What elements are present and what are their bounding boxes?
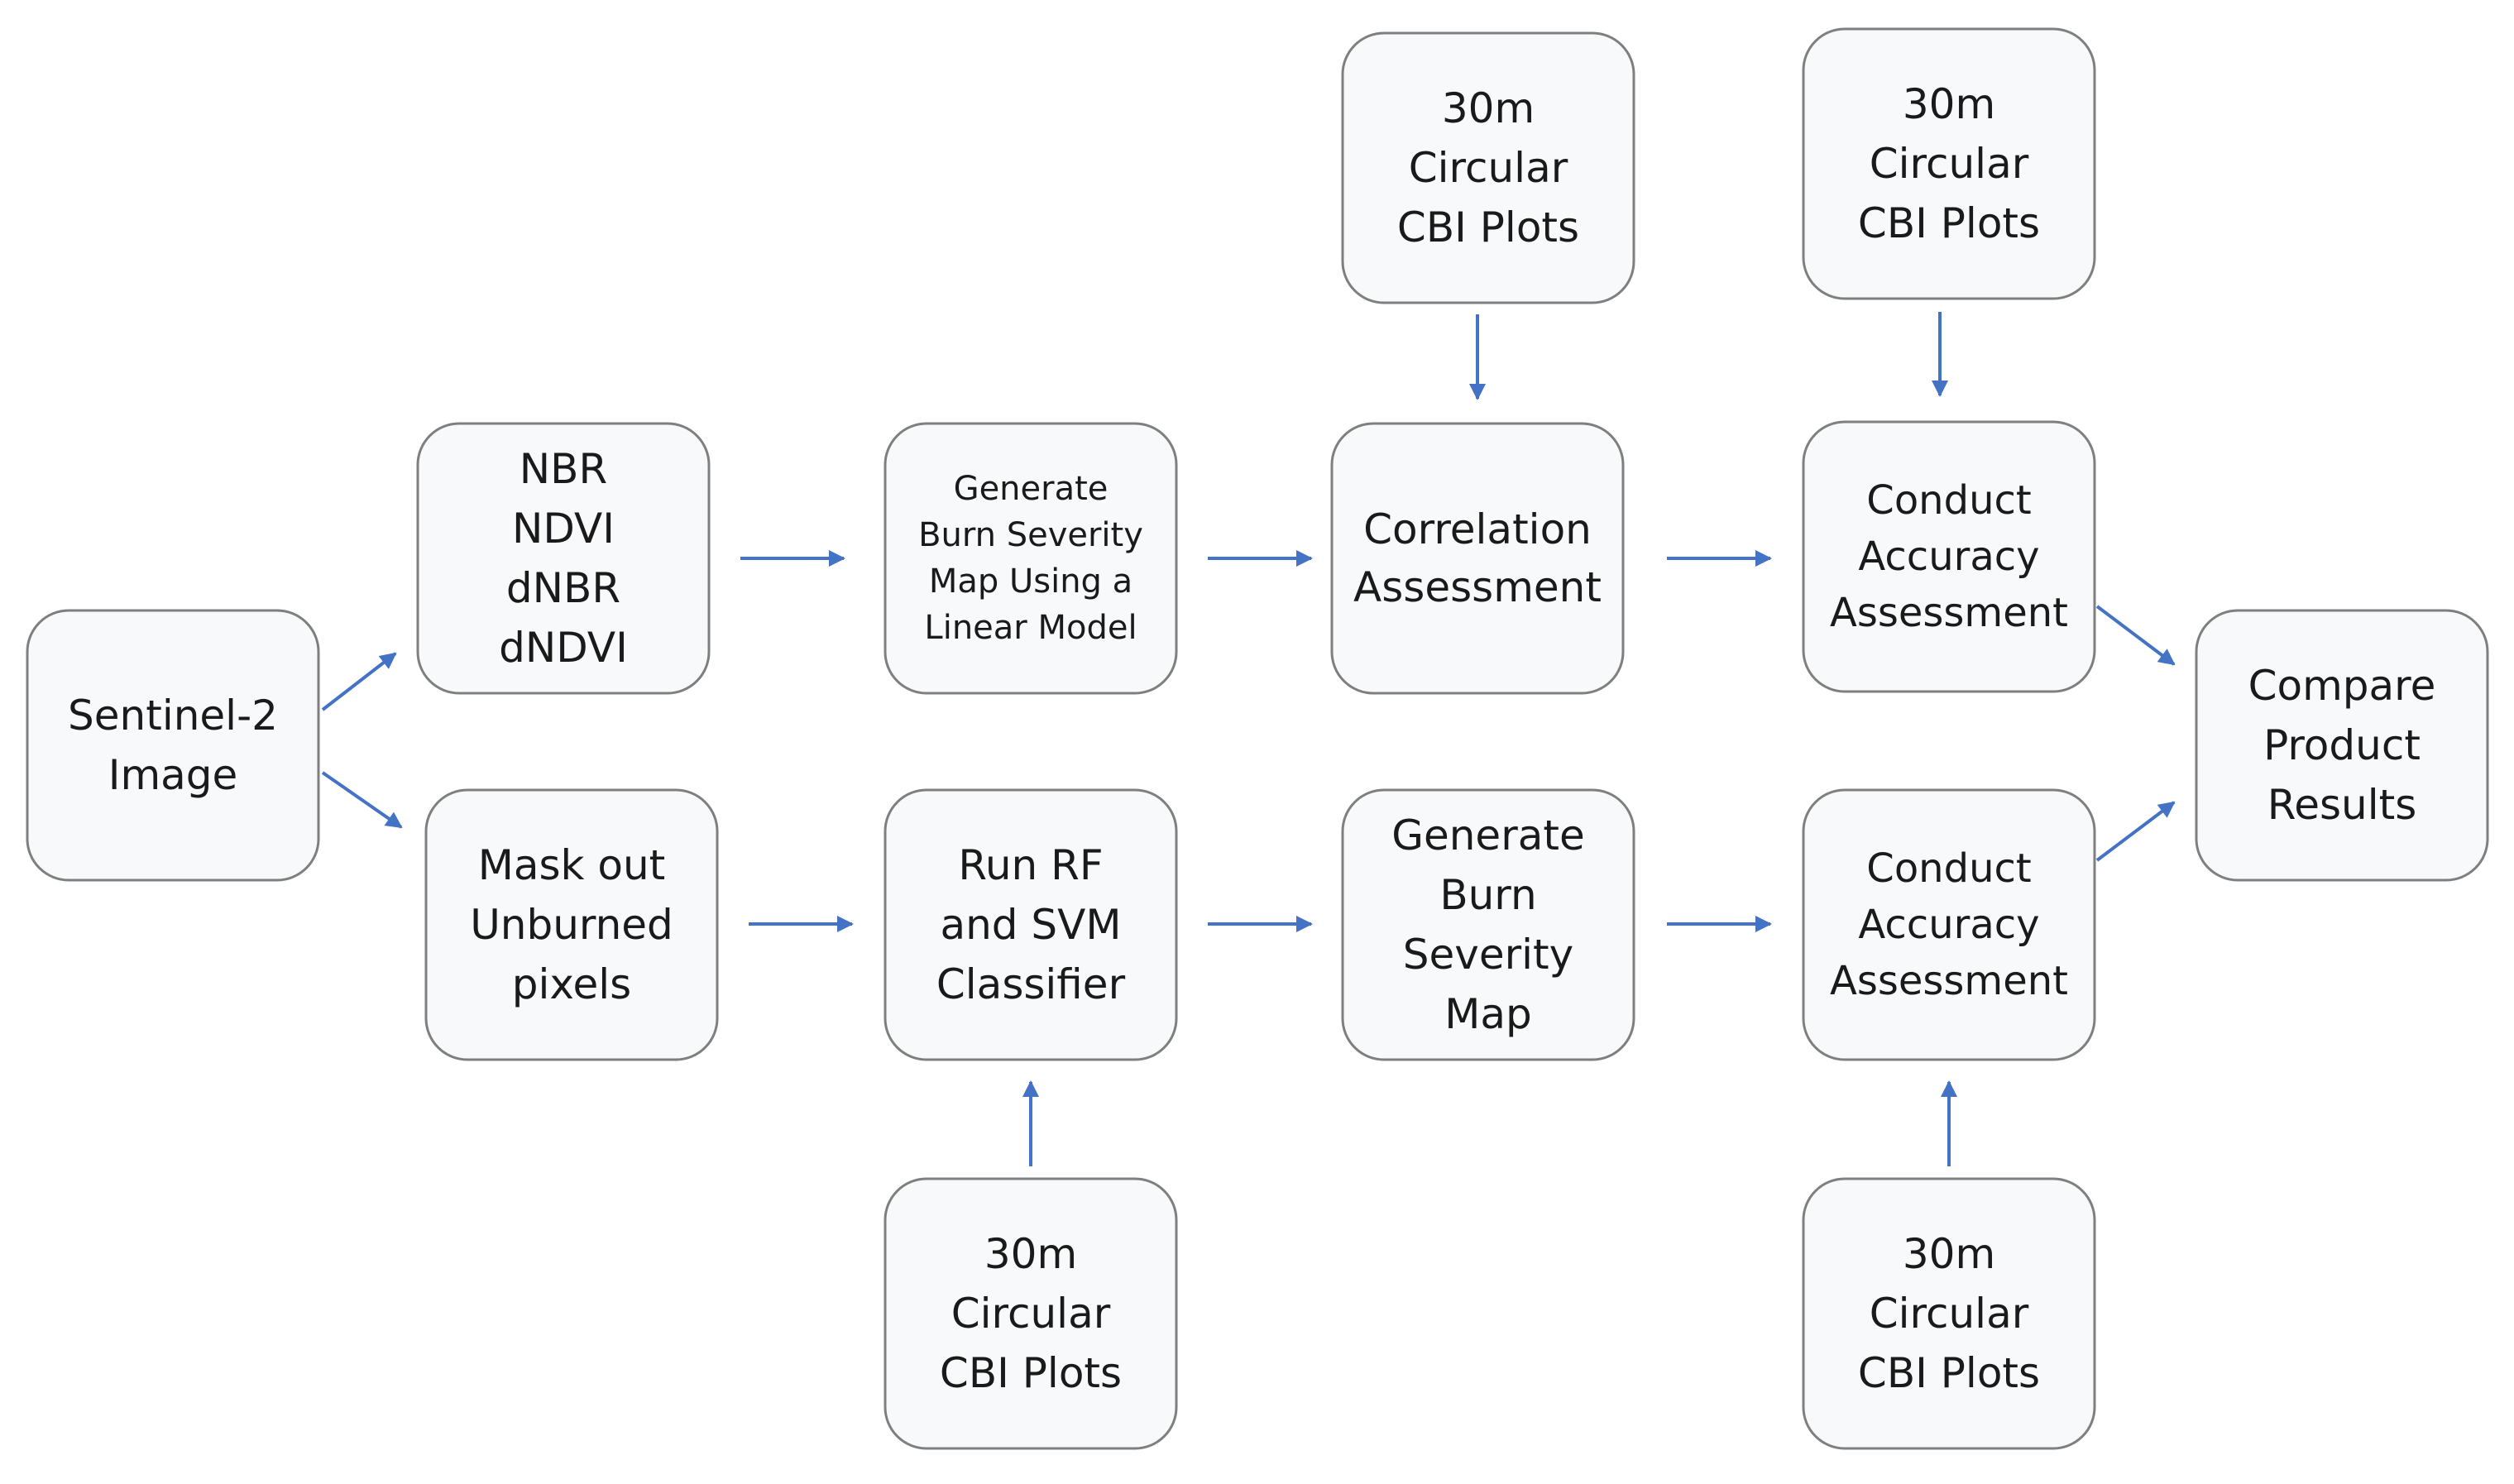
node-label-line: Linear Model: [924, 609, 1137, 647]
node-box: [1341, 788, 1635, 1061]
node-label-line: CBI Plots: [1858, 199, 2040, 247]
node-box: [1802, 420, 2096, 693]
node-label-line: CBI Plots: [1397, 203, 1579, 251]
node-rfsvm: Run RF and SVM Classifier: [883, 788, 1178, 1061]
node-label-line: Generate: [954, 470, 1109, 508]
node-label-line: Severity: [1403, 931, 1574, 979]
node-label-line: Mask out: [478, 841, 666, 889]
node-label-line: Unburned: [470, 901, 673, 949]
node-label-line: Classifier: [936, 960, 1126, 1008]
node-label-line: Circular: [1870, 140, 2029, 188]
node-label-line: Circular: [1870, 1290, 2029, 1338]
node-label-line: Product: [2263, 721, 2421, 769]
node-box: [1802, 788, 2096, 1061]
node-box: [883, 788, 1178, 1061]
node-box: [883, 1177, 1178, 1450]
node-label-line: Correlation: [1363, 505, 1592, 553]
node-label-line: Burn Severity: [918, 516, 1143, 554]
node-label-line: and SVM: [940, 901, 1121, 949]
node-label-line: Image: [108, 751, 238, 799]
node-box: [416, 422, 711, 695]
node-label-line: pixels: [512, 960, 631, 1008]
node-label-line: Conduct: [1866, 477, 2031, 524]
node-label-line: Burn: [1439, 871, 1536, 919]
node-label-line: Accuracy: [1858, 902, 2039, 948]
node-label-line: dNBR: [506, 564, 620, 612]
arrow-accuracy-bottom-to-compare: [2095, 801, 2176, 862]
node-label-line: Conduct: [1866, 845, 2031, 892]
node-label-line: Map: [1444, 990, 1532, 1038]
node-label-line: 30m: [1903, 1230, 1995, 1278]
node-box: [1802, 1177, 2096, 1450]
arrows-layer: [321, 312, 2176, 1166]
node-label-line: 30m: [1442, 84, 1535, 132]
node-box: [1330, 422, 1625, 695]
node-box: [2195, 609, 2489, 882]
node-label-line: Map Using a: [929, 562, 1132, 601]
node-label-line: Circular: [1409, 144, 1568, 192]
node-label-line: 30m: [984, 1230, 1077, 1278]
node-box: [424, 788, 719, 1061]
node-label-line: Run RF: [958, 841, 1103, 889]
node-box: [1802, 27, 2096, 300]
node-label-line: Sentinel-2: [68, 692, 278, 740]
node-label-line: Generate: [1391, 811, 1585, 859]
node-label-line: Assessment: [1830, 590, 2068, 636]
arrow-sentinel-to-indices: [321, 652, 397, 711]
node-box: [26, 609, 320, 882]
node-label-line: Compare: [2248, 662, 2436, 710]
node-box: [883, 422, 1178, 695]
node-label-line: dNDVI: [499, 624, 628, 672]
node-box: [1341, 31, 1635, 304]
node-indices: NBR NDVI dNBR dNDVI: [416, 422, 711, 695]
node-label-line: Assessment: [1830, 958, 2068, 1004]
arrow-accuracy-top-to-compare: [2095, 605, 2176, 666]
node-label-line: Accuracy: [1858, 534, 2039, 580]
node-label-line: NBR: [520, 445, 607, 493]
node-label-line: Assessment: [1353, 563, 1602, 611]
node-label-line: CBI Plots: [940, 1349, 1122, 1397]
node-label-line: Circular: [951, 1290, 1111, 1338]
arrow-sentinel-to-mask: [321, 771, 403, 829]
node-label-line: Results: [2267, 781, 2417, 829]
node-label-line: NDVI: [512, 505, 615, 553]
node-label-line: CBI Plots: [1858, 1349, 2040, 1397]
node-label-line: 30m: [1903, 80, 1995, 128]
